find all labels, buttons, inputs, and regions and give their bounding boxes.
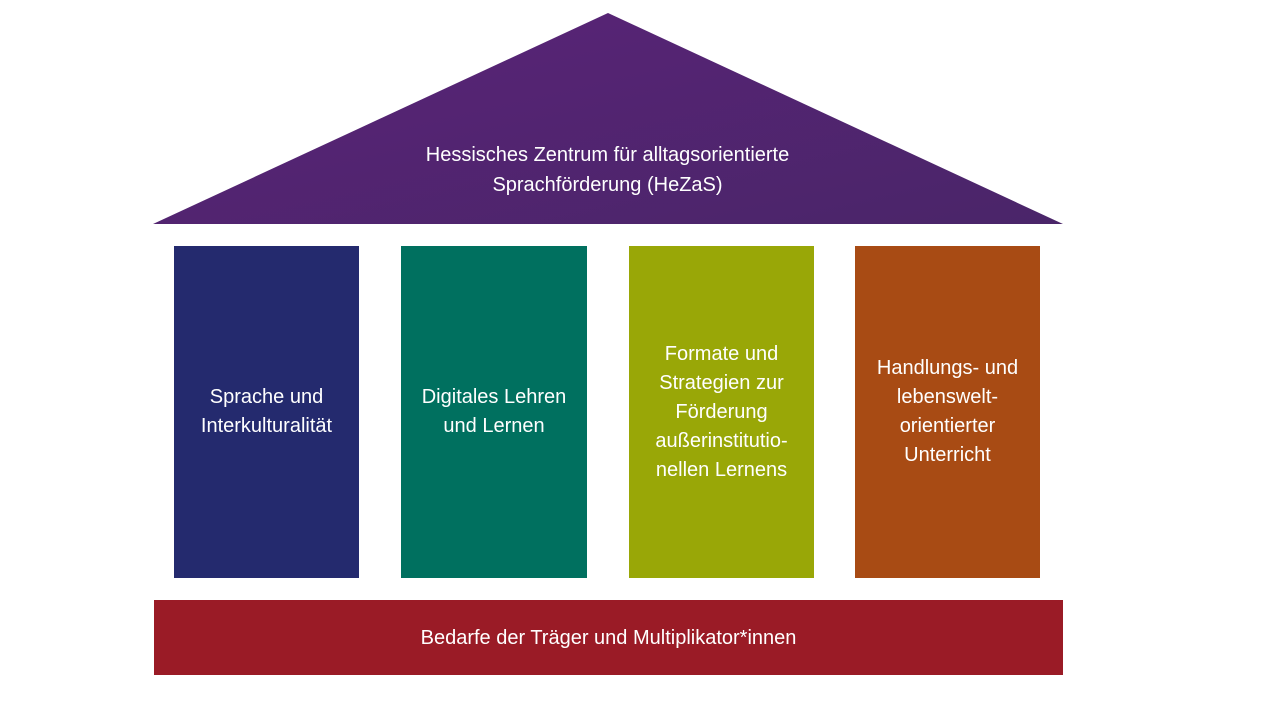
pillar-2-line-2: und Lernen (443, 415, 545, 437)
roof-triangle (153, 13, 1063, 224)
pillar-4-line-3: orientierter (899, 415, 996, 437)
pillar-3-line-1: Formate und (664, 342, 779, 365)
pillar-3-line-3: Förderung (675, 400, 768, 423)
roof-label-line-2: Sprachförderung (HeZaS) (492, 174, 723, 196)
pillar-handlungs-lebenswelt: Handlungs- und lebenswelt- orientierter … (855, 246, 1040, 578)
foundation-label: Bedarfe der Träger und Multiplikator*inn… (420, 626, 797, 649)
pillar-3-line-4: außerinstitutio- (655, 429, 788, 452)
pillar-4-label: Handlungs- und lebenswelt- orientierter … (877, 354, 1018, 470)
pillar-2-label: Digitales Lehren und Lernen (422, 383, 567, 441)
pillar-2-line-1: Digitales Lehren (421, 386, 567, 408)
pillar-1-line-1: Sprache und (209, 386, 324, 408)
roof-label-line-1: Hessisches Zentrum für alltagsorientiert… (425, 144, 790, 166)
pillar-1-line-2: Interkulturalität (200, 415, 333, 437)
pillar-4-line-4: Unterricht (904, 444, 991, 466)
pillar-digitales-lehren-lernen: Digitales Lehren und Lernen (401, 246, 587, 578)
roof-label: Hessisches Zentrum für alltagsorientiert… (300, 140, 915, 200)
pillar-4-line-1: Handlungs- und (876, 357, 1019, 379)
pillar-4-line-2: lebenswelt- (896, 386, 999, 408)
pillar-1-label: Sprache und Interkulturalität (201, 383, 332, 441)
pillar-3-line-5: nellen Lernens (655, 458, 788, 481)
foundation-bar: Bedarfe der Träger und Multiplikator*inn… (154, 600, 1063, 675)
pillar-3-line-2: Strategien zur (659, 371, 784, 394)
pillar-formate-strategien: Formate und Strategien zur Förderung auß… (629, 246, 814, 578)
pillar-sprache-interkulturalitaet: Sprache und Interkulturalität (174, 246, 359, 578)
pillar-3-label: Formate und Strategien zur Förderung auß… (655, 340, 787, 485)
